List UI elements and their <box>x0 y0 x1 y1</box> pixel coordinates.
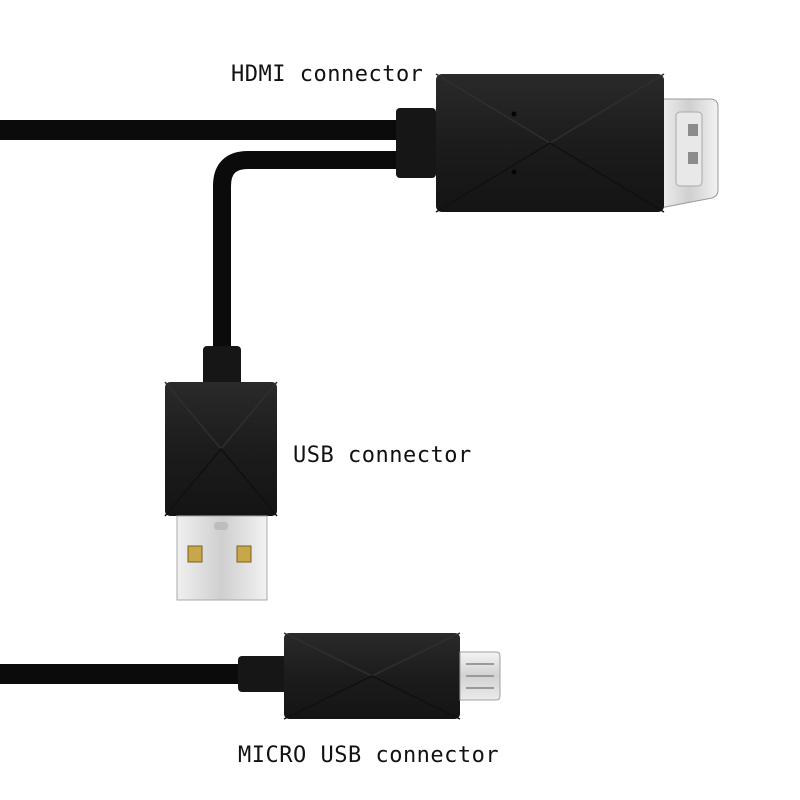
micro-usb-connector <box>238 632 501 720</box>
usb-connector <box>164 346 278 601</box>
micro-usb-cable <box>0 664 248 684</box>
hdmi-cable <box>0 120 402 140</box>
hdmi-connector-label: HDMI connector <box>231 62 424 87</box>
hdmi-connector <box>396 73 719 213</box>
usb-connector-label: USB connector <box>293 443 472 468</box>
micro-usb-connector-label: MICRO USB connector <box>238 743 500 768</box>
usb-branch-cable <box>213 151 402 352</box>
